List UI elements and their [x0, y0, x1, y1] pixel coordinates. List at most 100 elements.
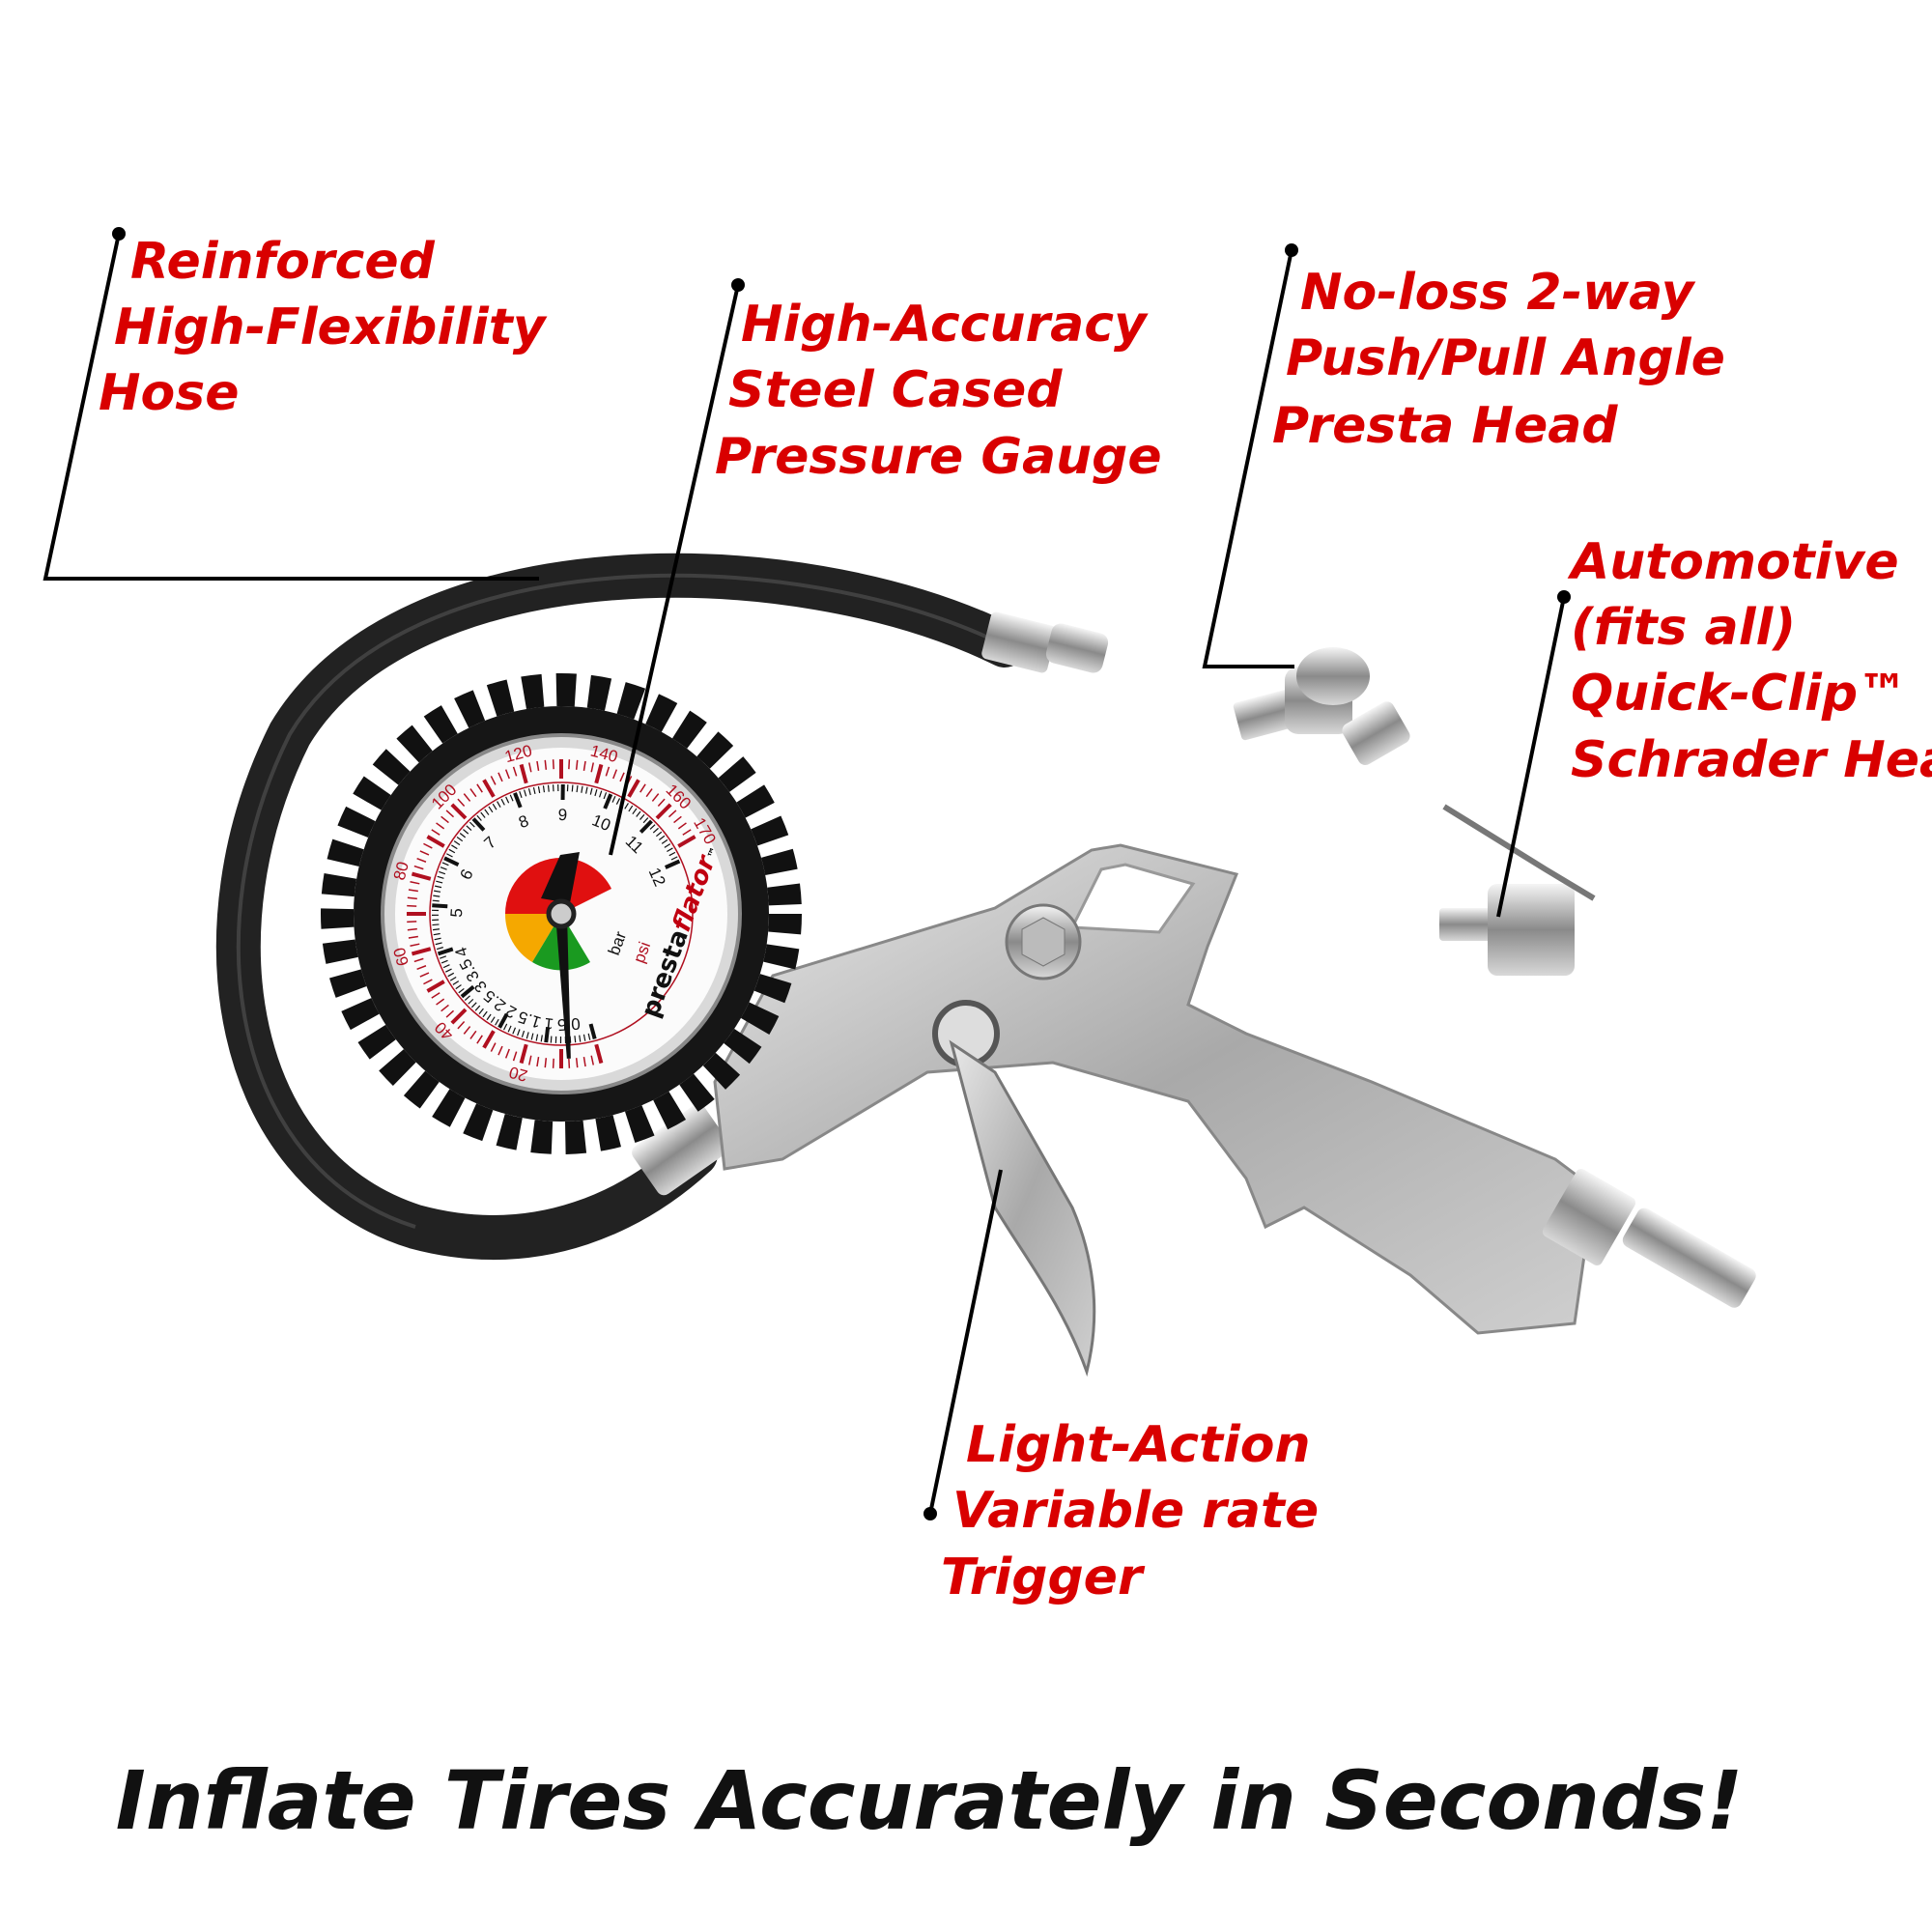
bar-tick	[661, 838, 668, 844]
hose-base-fitting	[632, 1103, 730, 1196]
bar-tick	[500, 798, 505, 806]
bar-tick	[658, 835, 666, 840]
psi-tick	[594, 763, 604, 784]
bar-tick	[436, 947, 443, 951]
bar-tick	[544, 1026, 551, 1043]
bar-tick	[509, 794, 514, 802]
presta-head-accessory	[1233, 647, 1410, 765]
bar-tick	[432, 903, 448, 909]
psi-tick	[536, 760, 540, 771]
psi-tick	[410, 881, 420, 885]
psi-tick	[413, 957, 424, 963]
bar-scale-label: 1	[543, 1014, 554, 1034]
psi-tick	[673, 815, 682, 824]
psi-tick	[436, 998, 445, 1006]
psi-tick	[497, 772, 503, 782]
bar-tick	[585, 786, 588, 794]
psi-tick	[528, 762, 532, 773]
psi-tick	[436, 822, 445, 830]
bar-tick	[652, 827, 659, 834]
callout-presta-head: No-loss 2-way Push/Pull Angle Presta Hea…	[1272, 264, 1725, 455]
bar-tick	[437, 875, 444, 879]
bar-tick	[530, 1033, 534, 1040]
psi-tick	[476, 1035, 483, 1044]
headline: Inflate Tires Accurately in Seconds!	[116, 1753, 1744, 1848]
bar-tick	[484, 809, 490, 815]
bar-tick	[442, 964, 450, 969]
bar-tick	[639, 813, 645, 820]
bar-tick	[437, 947, 454, 956]
psi-tick	[408, 889, 418, 893]
psi-tick	[490, 776, 497, 785]
svg-text:Hose: Hose	[99, 364, 239, 422]
psi-tick	[677, 822, 687, 830]
bar-tick	[547, 784, 550, 792]
bar-tick	[432, 923, 440, 926]
bar-tick	[492, 803, 497, 810]
bar-tick	[576, 785, 579, 793]
bar-tick	[594, 789, 598, 797]
svg-text:Schrader Head: Schrader Head	[1571, 731, 1932, 789]
psi-tick	[627, 779, 640, 798]
psi-tick	[450, 1008, 468, 1025]
bar-tick	[434, 890, 441, 893]
bar-tick	[656, 831, 663, 838]
pressure-gauge: 204060801001201401601700.511.522.533.545…	[321, 673, 802, 1154]
bar-tick	[466, 825, 472, 831]
psi-tick	[639, 783, 646, 793]
psi-tick	[482, 779, 496, 798]
psi-scale-label: 20	[507, 1063, 529, 1085]
bar-tick	[440, 959, 448, 964]
psi-tick	[519, 1043, 528, 1065]
psi-tick	[457, 798, 466, 808]
bar-tick	[537, 785, 541, 794]
bar-tick	[497, 1012, 509, 1029]
bar-tick	[571, 784, 574, 792]
bar-tick	[532, 786, 536, 795]
bar-tick	[524, 789, 527, 797]
bar-tick	[435, 885, 442, 889]
psi-tick	[463, 793, 471, 802]
psi-tick	[582, 760, 586, 771]
psi-tick	[512, 1051, 518, 1062]
bar-tick	[480, 811, 486, 818]
psi-tick	[536, 1057, 540, 1067]
hose-end-fitting	[981, 611, 1109, 673]
psi-tick	[476, 783, 483, 793]
inflator-gun-body	[713, 843, 1756, 1335]
bar-tick	[476, 814, 482, 821]
psi-tick	[619, 772, 625, 782]
bar-tick	[603, 793, 613, 810]
bar-tick	[582, 1034, 586, 1041]
psi-tick	[411, 871, 432, 881]
bar-tick	[497, 801, 501, 808]
bar-tick	[636, 810, 641, 817]
psi-tick	[419, 850, 430, 856]
psi-tick	[407, 904, 417, 907]
bar-tick	[550, 1036, 553, 1043]
bar-tick	[435, 942, 442, 946]
bar-tick	[486, 1013, 492, 1021]
psi-scale-label: 80	[390, 860, 412, 882]
bar-tick	[440, 955, 446, 959]
psi-tick	[463, 1026, 471, 1035]
bar-tick	[439, 870, 446, 875]
psi-tick	[682, 829, 692, 836]
bar-tick	[642, 817, 649, 824]
bar-tick	[598, 790, 603, 798]
callout-hose: Reinforced High-Flexibility Hose	[99, 233, 548, 422]
bar-scale-label: 9	[558, 806, 568, 824]
bar-tick	[519, 790, 523, 798]
psi-tick	[431, 829, 440, 836]
psi-tick	[423, 842, 433, 849]
psi-tick	[497, 1045, 503, 1056]
bar-tick	[443, 856, 460, 867]
bar-tick	[451, 844, 458, 850]
bar-tick	[468, 998, 474, 1005]
bar-tick	[432, 899, 440, 902]
bar-tick	[495, 1018, 499, 1026]
psi-tick	[445, 810, 455, 818]
bar-tick	[459, 833, 467, 838]
svg-text:Presta Head: Presta Head	[1272, 397, 1618, 455]
